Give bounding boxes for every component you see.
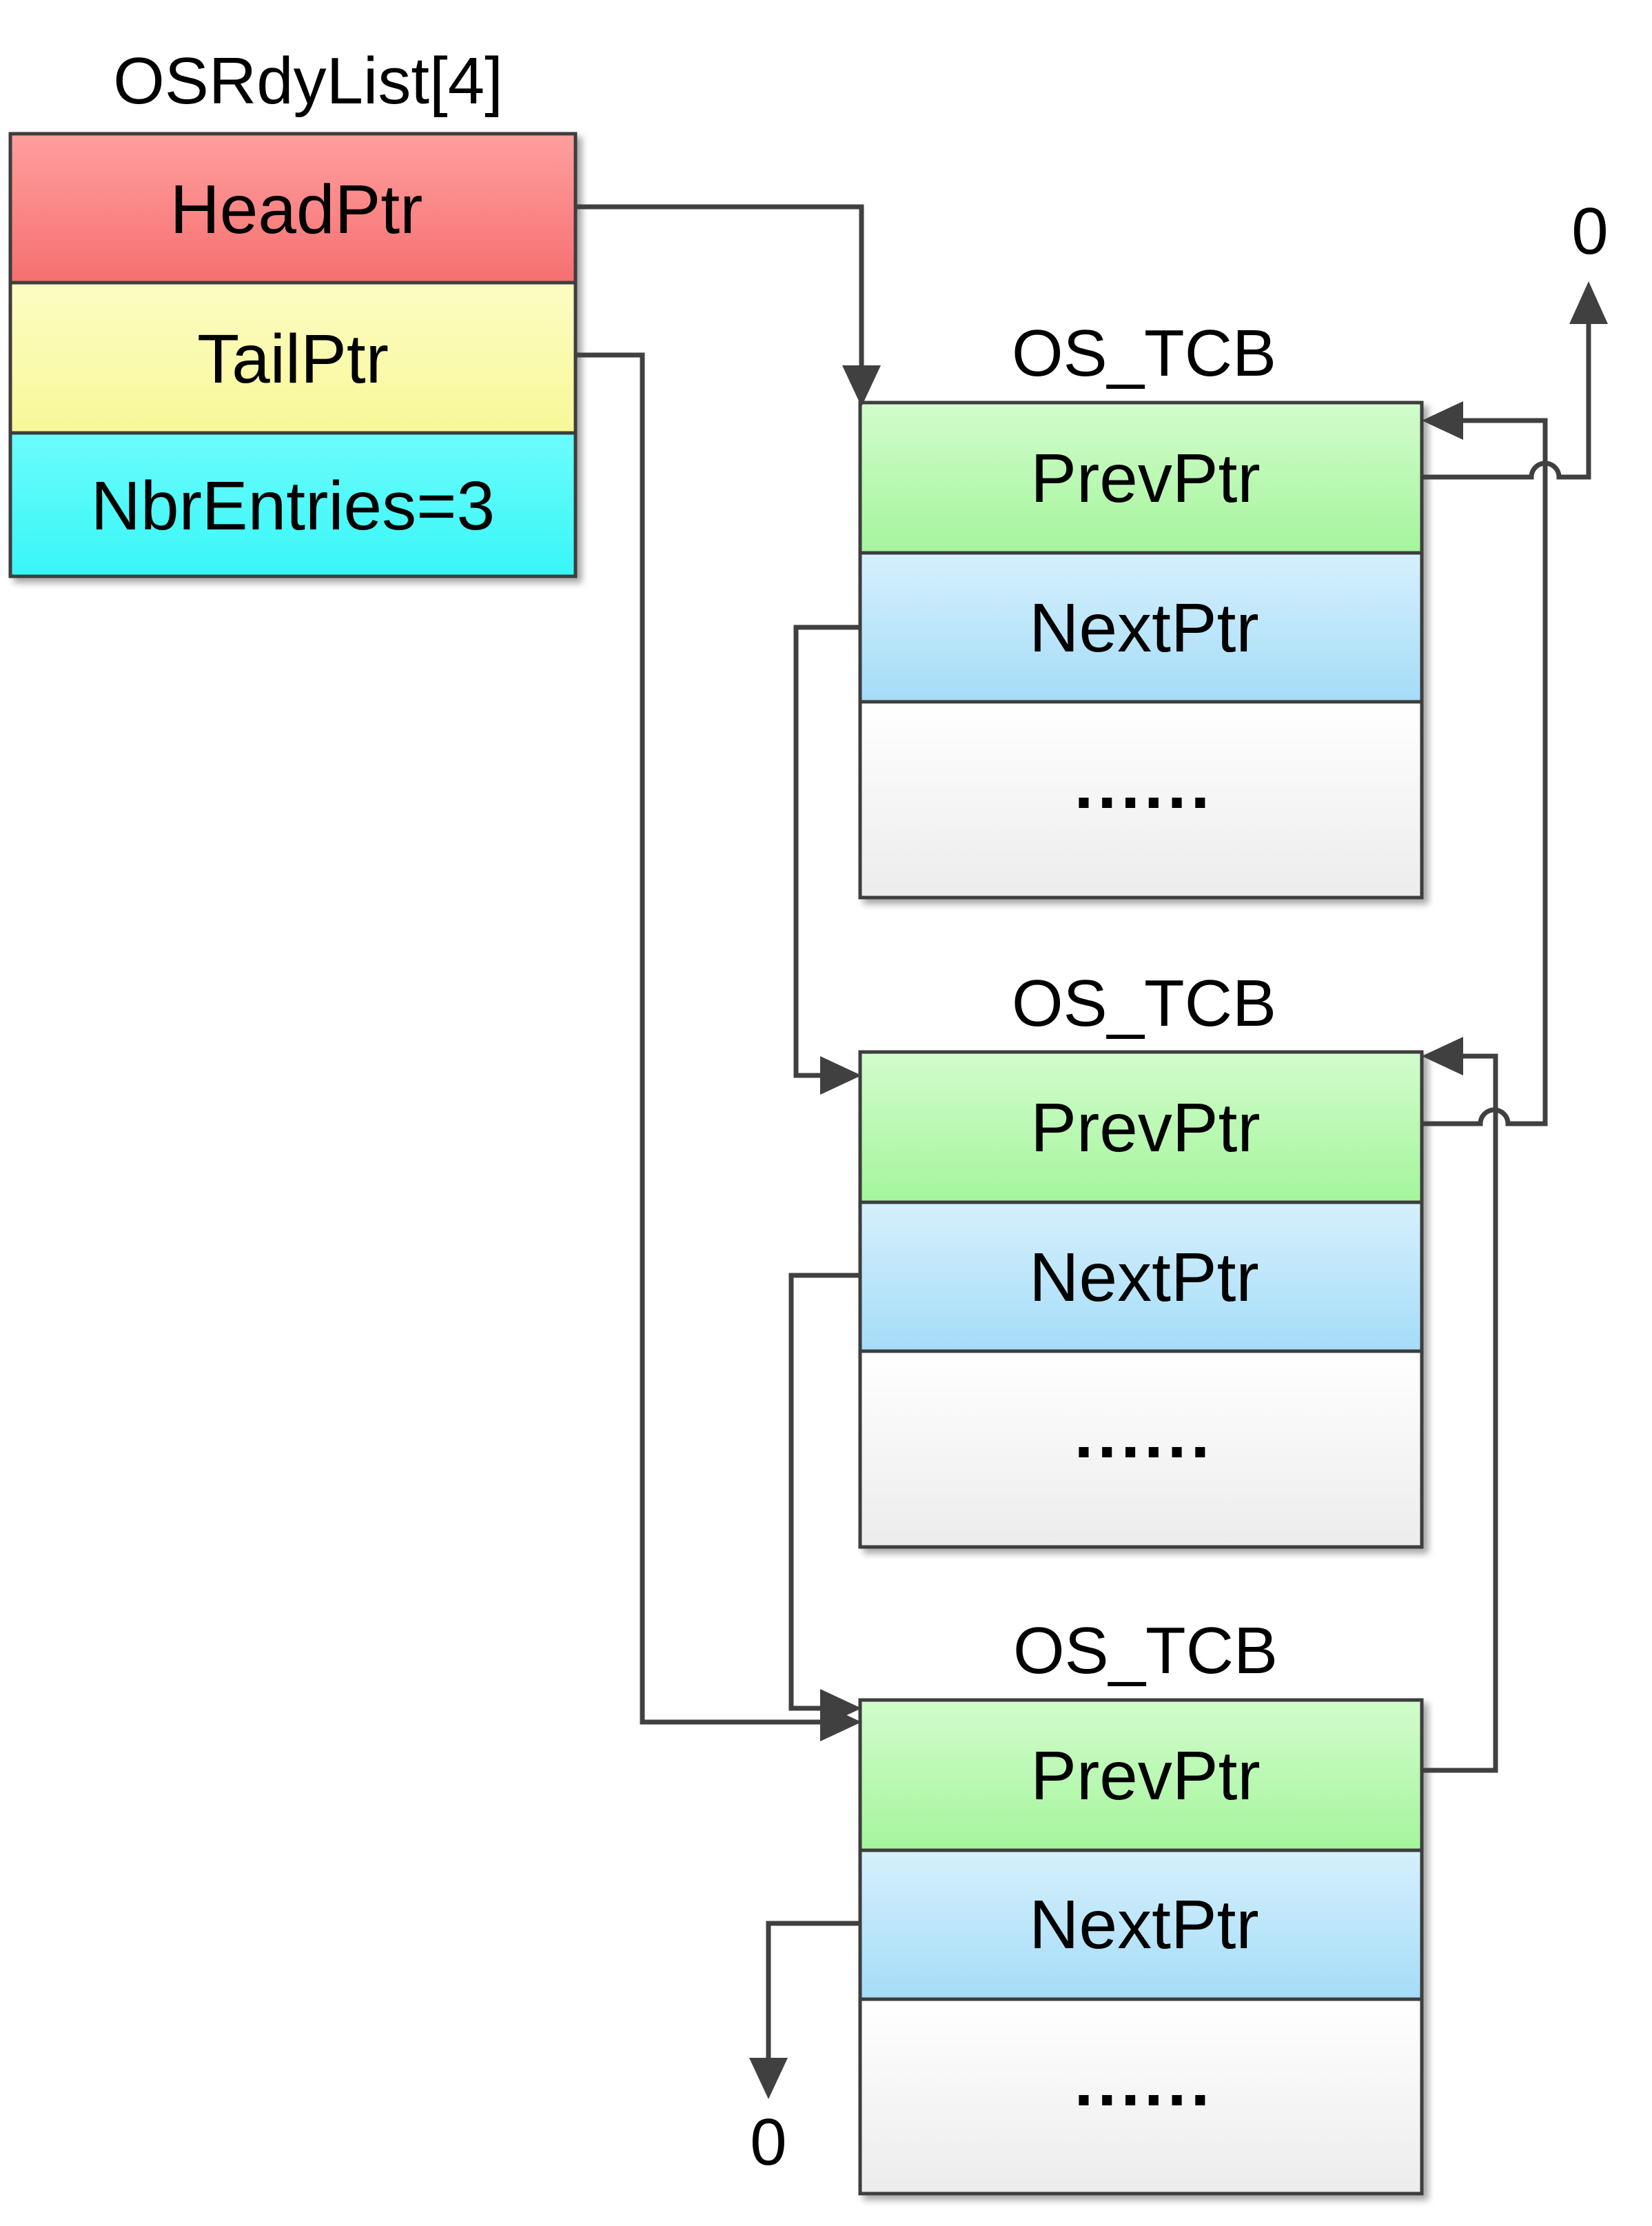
head-ptr-label: HeadPtr (170, 171, 423, 248)
tail-ptr-label: TailPtr (197, 321, 389, 398)
tcb-2-title: OS_TCB (1012, 967, 1276, 1040)
nbr-entries-cell (8, 431, 578, 578)
tcb-1-next-label: NextPtr (1029, 589, 1258, 667)
tail-ptr-cell (8, 281, 578, 435)
tcb-1-prev-label: PrevPtr (1030, 440, 1260, 517)
nbr-entries-label: NbrEntries=3 (91, 467, 495, 545)
head-ptr-arrowhead (842, 365, 881, 407)
tcb-3-prev-cell (858, 1698, 1424, 1852)
tcb-3-next-cell (858, 1848, 1424, 2001)
tcb-1 (858, 401, 1424, 900)
tcb-2-more-label: ...... (1074, 1395, 1214, 1473)
head-ptr-arrow (575, 204, 864, 376)
head-ptr-cell (8, 132, 578, 285)
tcb-3-next-null-arrowhead (749, 2058, 788, 2099)
tcb-1-prev-cell (858, 401, 1424, 555)
tcb-1-prev-null-arrow (1422, 307, 1591, 480)
tcb-3-more-label: ...... (1074, 2043, 1214, 2121)
tcb-1-next-arrowhead (820, 1056, 861, 1095)
list-title: OSRdyList[4] (113, 44, 503, 118)
tcb-2-body-cell (858, 1349, 1424, 1549)
tcb-3-prev-arrow (1422, 1053, 1498, 1773)
tcb-2-next-arrowhead (820, 1689, 861, 1728)
tcb-3-title: OS_TCB (1013, 1614, 1278, 1688)
tcb-3-body-cell (858, 1997, 1424, 2196)
tcb-1-title: OS_TCB (1012, 316, 1276, 390)
tcb-1-more-label: ...... (1074, 746, 1214, 823)
tcb-3-prev-label: PrevPtr (1030, 1737, 1260, 1814)
null-bottom-label: 0 (750, 2105, 786, 2179)
tcb-2-prev-arrowhead (1422, 401, 1463, 440)
tcb-1-body-cell (858, 700, 1424, 900)
tcb-2 (858, 1050, 1424, 1549)
tcb-2-prev-label: PrevPtr (1030, 1089, 1260, 1166)
tail-ptr-arrow (575, 352, 830, 1725)
tcb-3 (858, 1698, 1424, 2196)
tcb-2-prev-arrow (1422, 418, 1548, 1126)
tcb-1-next-arrow (793, 625, 860, 1078)
null-top-label: 0 (1571, 194, 1608, 268)
tcb-2-next-label: NextPtr (1029, 1239, 1258, 1316)
tcb-3-prev-arrowhead (1422, 1037, 1463, 1075)
tcb-3-next-label: NextPtr (1029, 1886, 1258, 1963)
tcb-3-next-null-arrow (766, 1921, 860, 2068)
tcb-2-next-arrow (788, 1273, 860, 1711)
ready-list-block (8, 132, 578, 578)
tcb-1-prev-null-arrowhead (1569, 281, 1608, 324)
